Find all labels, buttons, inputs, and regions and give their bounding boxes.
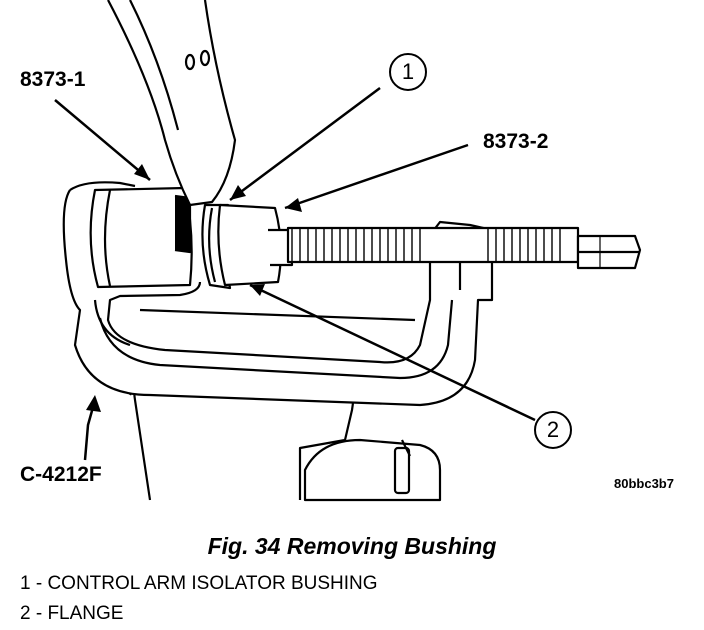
tool-label-8373-1: 8373-1: [20, 68, 86, 91]
bushing-removal-illustration: [54, 0, 642, 502]
figure-caption: Fig. 34 Removing Bushing: [207, 533, 497, 559]
callout-1: 1: [389, 53, 427, 91]
c-frame-tool: [62, 181, 494, 407]
tool-label-c4212f: C-4212F: [20, 463, 102, 486]
leader-lines: [54, 86, 536, 461]
legend-item-2: 2 - FLANGE: [20, 603, 124, 624]
arrowheads: [86, 164, 302, 412]
receiver-cup-8373-1: [89, 186, 193, 289]
control-arm: [107, 0, 237, 207]
tool-label-8373-2: 8373-2: [483, 130, 549, 153]
callout-2: 2: [534, 411, 572, 449]
installer-8373-2: [217, 203, 294, 287]
legend-item-1: 1 - CONTROL ARM ISOLATOR BUSHING: [20, 573, 378, 594]
forcing-screw: [286, 226, 642, 270]
image-code: 80bbc3b7: [614, 476, 674, 491]
